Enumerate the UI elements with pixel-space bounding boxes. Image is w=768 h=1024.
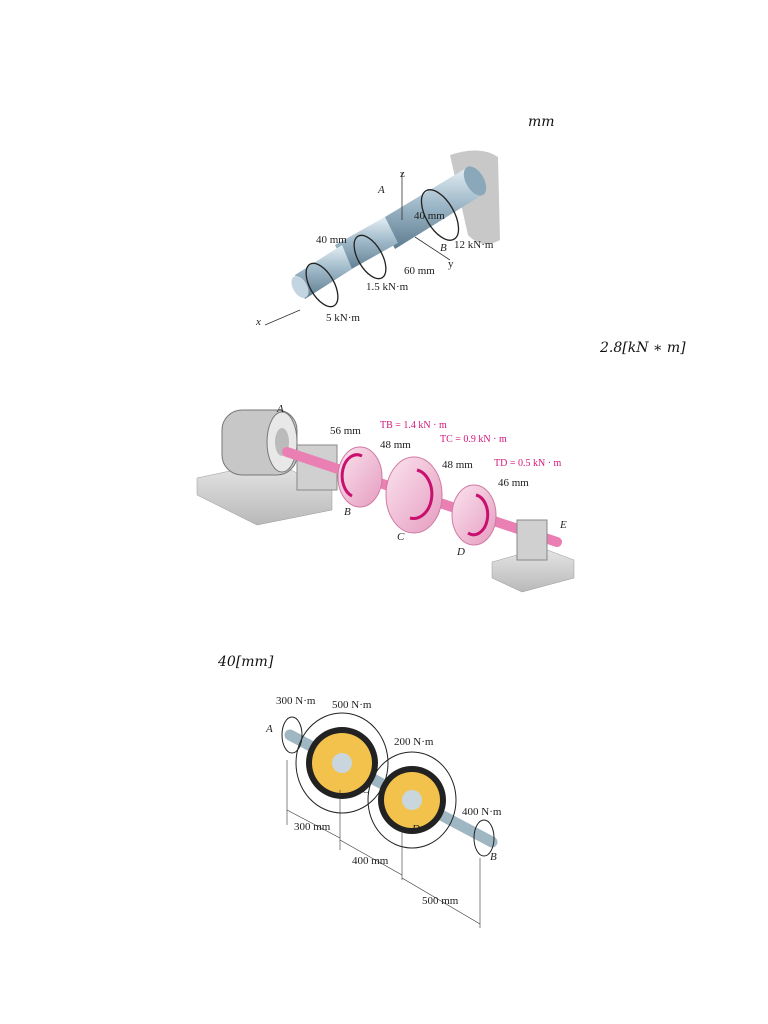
shaft-segment-medium xyxy=(335,217,398,271)
label-60mm: 60 mm xyxy=(404,265,435,277)
label-46mm: 46 mm xyxy=(498,477,529,489)
label-200Nm: 200 N·m xyxy=(394,736,434,748)
label-400mm: 400 mm xyxy=(352,855,389,867)
label-40mm-a: 40 mm xyxy=(414,210,445,222)
label-500Nm: 500 N·m xyxy=(332,699,372,711)
label-40mm-b: 40 mm xyxy=(316,234,347,246)
torque-arrow-400 xyxy=(473,819,495,857)
torque-arrow-500 xyxy=(295,712,389,814)
label-300mm: 300 mm xyxy=(294,821,331,833)
label-E2: E xyxy=(559,519,567,531)
label-A: A xyxy=(377,184,385,196)
label-B3: B xyxy=(490,851,497,863)
figure-stepped-shaft: z A 40 mm 40 mm B 12 kN·m y 60 mm 1.5 kN… xyxy=(255,150,500,328)
disc-C xyxy=(385,456,443,534)
torque-arrow-D xyxy=(467,493,490,537)
label-12kNm: 12 kN·m xyxy=(454,239,494,251)
label-A2: A xyxy=(276,403,284,415)
gear-D xyxy=(378,766,446,834)
label-500mm: 500 mm xyxy=(422,895,459,907)
torque-arrow-C xyxy=(409,468,434,520)
label-400Nm: 400 N·m xyxy=(462,806,502,818)
label-1-5kNm: 1.5 kN·m xyxy=(366,281,409,293)
torque-arrow-5 xyxy=(305,262,339,308)
label-TD: TD = 0.5 kN · m xyxy=(494,458,562,469)
label-48mm-b: 48 mm xyxy=(442,459,473,471)
diameter-note: 40[mm] xyxy=(218,654,274,670)
label-TC: TC = 0.9 kN · m xyxy=(440,434,507,445)
label-B: B xyxy=(440,242,447,254)
label-C2: C xyxy=(397,531,405,543)
label-z: z xyxy=(400,168,405,180)
label-D2: D xyxy=(456,546,465,558)
label-A3: A xyxy=(265,723,273,735)
torque-note: 2.8[kN ∗ m] xyxy=(600,340,686,356)
label-D3: D xyxy=(411,823,420,835)
figure-motor-shaft: A 56 mm TB = 1.4 kN · m 48 mm TC = 0.9 k… xyxy=(196,403,575,593)
torque-arrow-B xyxy=(340,453,363,498)
label-56mm: 56 mm xyxy=(330,425,361,437)
label-x: x xyxy=(255,316,261,328)
bearing-right xyxy=(516,519,548,561)
unit-note: mm xyxy=(528,114,555,130)
torque-arrow-200 xyxy=(367,751,457,849)
torque-arrow-1-5 xyxy=(353,234,387,280)
gear-C xyxy=(306,727,378,799)
torque-arrow-12 xyxy=(420,189,460,241)
label-48mm-a: 48 mm xyxy=(380,439,411,451)
label-300Nm: 300 N·m xyxy=(276,695,316,707)
label-y: y xyxy=(448,258,454,270)
label-C3: C xyxy=(362,784,370,796)
label-TB: TB = 1.4 kN · m xyxy=(380,420,447,431)
shaft-segment-large xyxy=(380,167,482,249)
label-5kNm: 5 kN·m xyxy=(326,312,360,324)
figure-gear-shaft: 300 N·m 500 N·m A 200 N·m C D 400 N·m B … xyxy=(265,695,502,928)
torque-arrow-300 xyxy=(281,716,303,754)
label-B2: B xyxy=(344,506,351,518)
